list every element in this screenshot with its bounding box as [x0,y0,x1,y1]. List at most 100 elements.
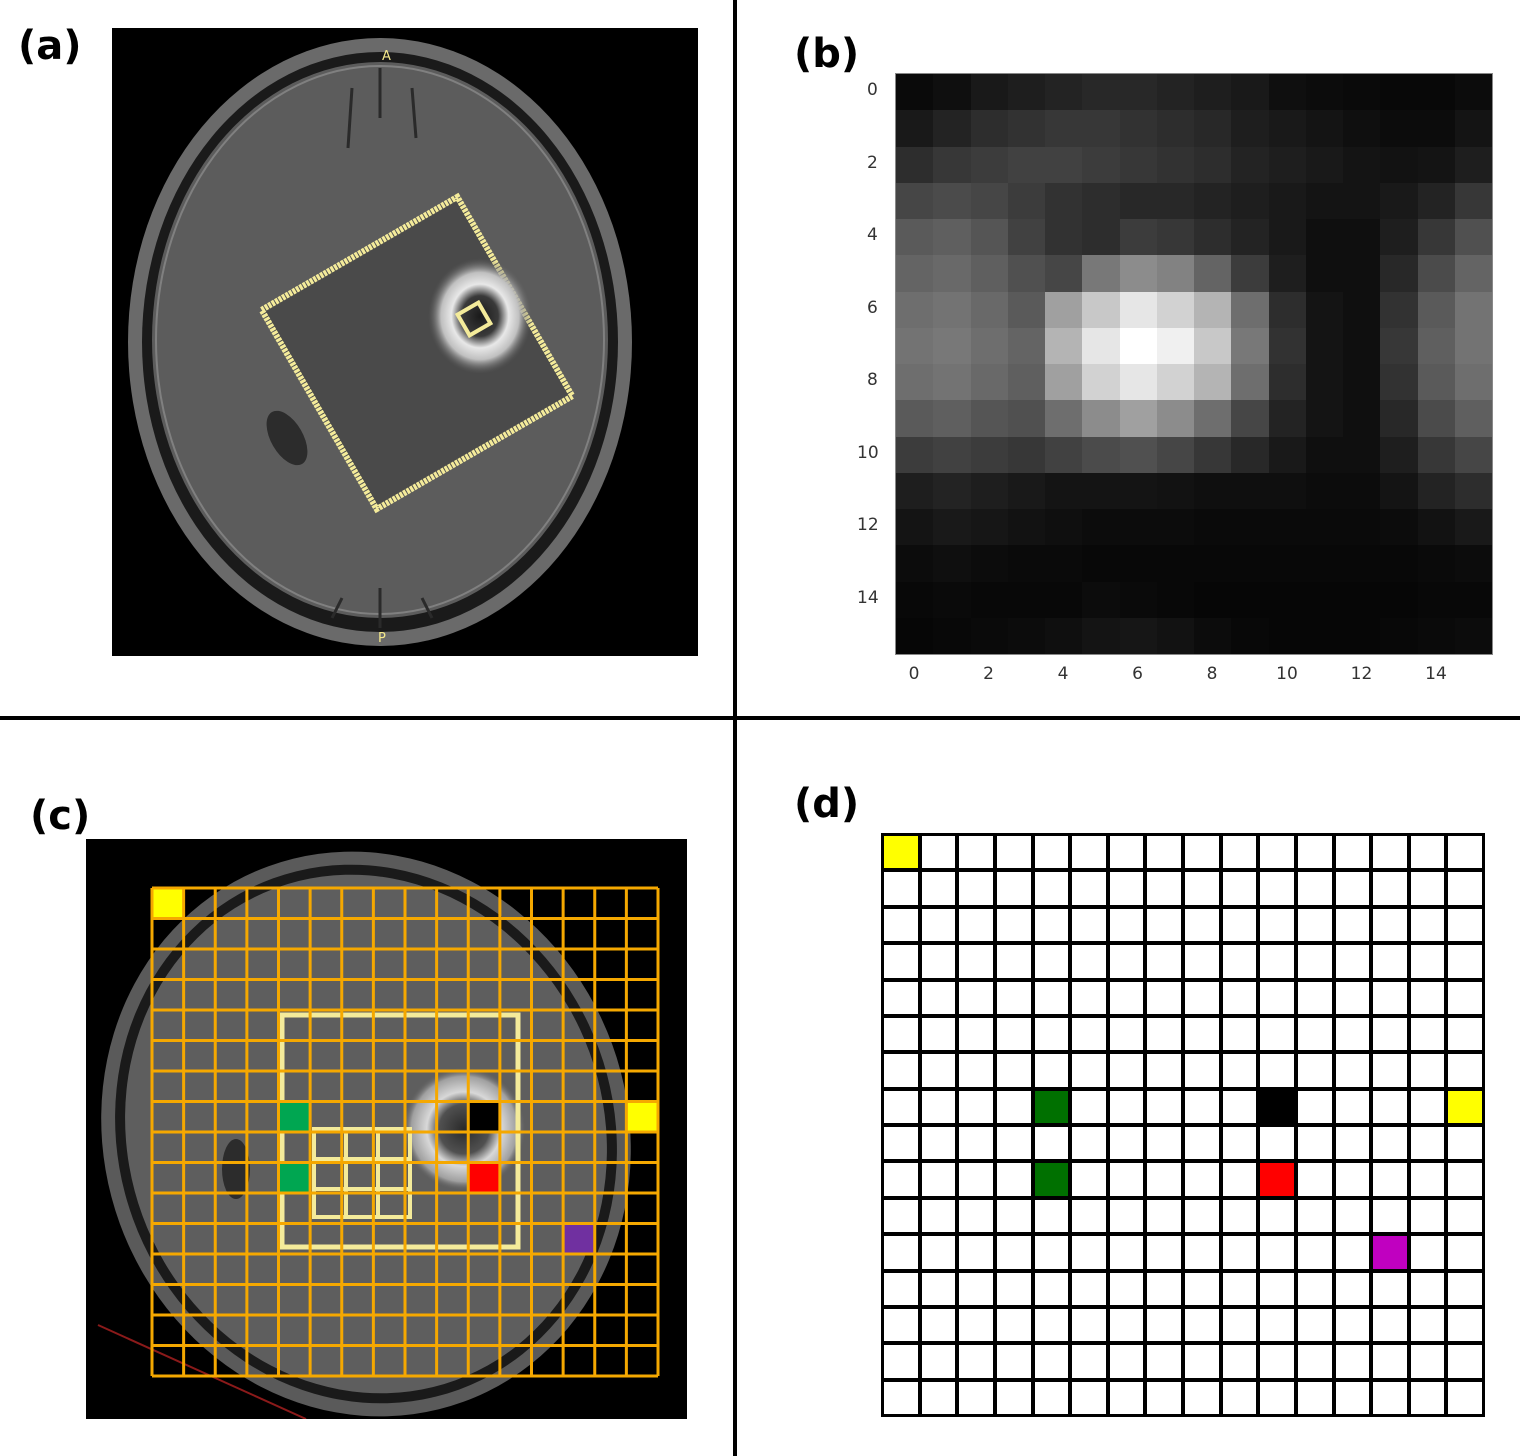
heatmap-cell [1194,182,1232,219]
grid-d-cell [1147,1236,1181,1269]
heatmap-cell [1454,182,1492,219]
heatmap-cell [1082,472,1120,509]
heatmap-cell [1417,327,1455,364]
grid-d-cell [1109,908,1144,942]
grid-d-highlight-cell [884,836,918,869]
heatmap-cell [1231,509,1269,546]
heatmap-cell [1007,110,1045,147]
heatmap-cell [970,509,1008,546]
grid-d-cell [996,1090,1031,1123]
heatmap-cell [1305,291,1343,328]
heatmap-cell [1231,581,1269,618]
heatmap-cell [1082,617,1120,654]
enhancing-lesion [428,258,532,374]
grid-d-cell [1410,1017,1445,1051]
heatmap-cell [1156,400,1194,437]
grid-d-cell [1147,1308,1181,1342]
grid-d-cell [1185,981,1219,1014]
grid-d-cell [1297,1163,1332,1196]
grid-d-cell [1373,908,1407,942]
heatmap-cell [1156,255,1194,292]
grid-d-cell [959,1345,993,1378]
heatmap-cell [896,219,934,256]
grid-d-cell [1034,1054,1069,1087]
grid-d-cell [884,872,918,905]
heatmap-cell [1231,255,1269,292]
grid-d-cell [1448,836,1482,869]
grid-d-cell [1222,981,1257,1014]
heatmap-cell [1007,436,1045,473]
heatmap-cell [1082,74,1120,111]
heatmap-cell [1231,364,1269,401]
grid-d-cell [1072,1308,1106,1342]
grid-d-cell [1373,1381,1407,1414]
grid-d-cell [1410,1272,1445,1305]
grid-d-cell [921,1272,956,1305]
heatmap-cell [1007,617,1045,654]
grid-d-cell [1448,1054,1482,1087]
grid-d-cell [1448,945,1482,978]
heatmap-cell [933,581,971,618]
grid-d-cell [996,1308,1031,1342]
grid-d-cell [1222,1381,1257,1414]
heatmap-cell [970,581,1008,618]
heatmap-cell [1156,472,1194,509]
heatmap-cell [896,291,934,328]
heatmap-cell [1343,617,1381,654]
grid-d-cell [921,945,956,978]
heatmap-cell [1231,74,1269,111]
grid-d-cell [1222,1054,1257,1087]
grid-d-cell [1034,1017,1069,1051]
grid-d-cell [921,872,956,905]
heatmap-cell [1119,146,1157,183]
heatmap-cell [1231,327,1269,364]
grid-d-cell [1109,1163,1144,1196]
grid-d-cell [921,908,956,942]
grid-d-cell [1072,1090,1106,1123]
heatmap-cell [970,327,1008,364]
heatmap-cell [1380,255,1418,292]
grid-d-cell [1222,945,1257,978]
heatmap-cell [1082,146,1120,183]
heatmap-cell [933,364,971,401]
heatmap-cell [1082,509,1120,546]
grid-d-cell [1260,908,1294,942]
grid-d-cell [1185,836,1219,869]
grid-d-cell [1335,1308,1370,1342]
heatmap-cell [1343,436,1381,473]
heatmap-cell [896,581,934,618]
grid-d-cell [1185,1272,1219,1305]
heatmap-cell [933,110,971,147]
horizontal-divider [0,716,1520,720]
grid-d-cell [884,1127,918,1160]
heatmap-cell [1194,146,1232,183]
grid-d-cell [884,1017,918,1051]
heatmap-cell [933,617,971,654]
heatmap-cell [970,182,1008,219]
heatmap-cell [1119,581,1157,618]
heatmap-cell [1454,110,1492,147]
heatmap-cell [1343,255,1381,292]
y-tick-label: 6 [867,297,878,318]
grid-d-cell [1373,1308,1407,1342]
heatmap-cell [1305,617,1343,654]
grid-d-cell [884,1308,918,1342]
grid-d-cell [1335,1199,1370,1233]
grid-d-highlight-cell [1260,1163,1294,1196]
heatmap-cell [1007,581,1045,618]
heatmap-cell [933,545,971,582]
heatmap-cell [933,509,971,546]
heatmap-cell [970,110,1008,147]
y-tick-label: 0 [867,80,878,101]
grid-d-cell [1072,1163,1106,1196]
grid-d-cell [996,1199,1031,1233]
heatmap-cell [1305,219,1343,256]
heatmap-cell [1119,182,1157,219]
grid-d-cell [921,1381,956,1414]
grid-d-cell [996,908,1031,942]
grid-d-cell [1373,1054,1407,1087]
grid-d-cell [1109,1345,1144,1378]
heatmap-cell [1268,472,1306,509]
grid-d-cell [996,1017,1031,1051]
heatmap-cell [1343,74,1381,111]
